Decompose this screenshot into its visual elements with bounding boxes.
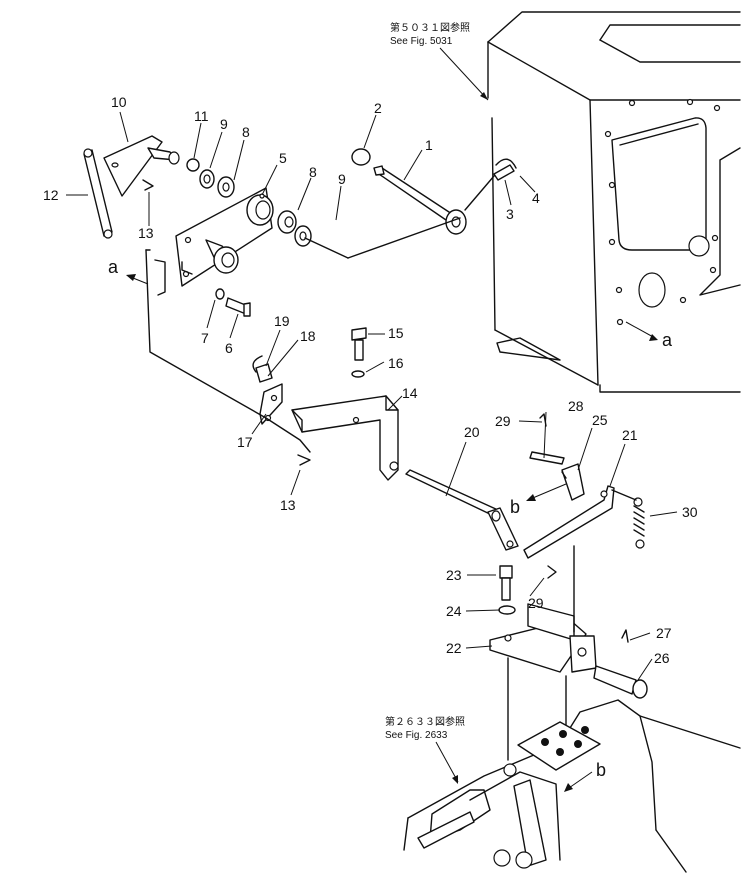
reference-fig-5031: 第５０３１図参照 See Fig. 5031 [390, 21, 489, 101]
part-label-22: 22 [446, 640, 462, 656]
bolt-6-washer-7 [215, 288, 251, 317]
machine-body [487, 11, 741, 393]
plate-10 [103, 135, 180, 197]
spring-30 [633, 497, 645, 549]
cotter-pin-13 [142, 179, 154, 191]
clevis-25 [561, 463, 585, 501]
body-bolt-holes [604, 98, 721, 326]
svg-text:a: a [108, 257, 119, 277]
part-label-12: 12 [43, 187, 59, 203]
view-arrow-a-left: a [108, 257, 149, 285]
svg-text:b: b [510, 497, 520, 517]
reference-en-top: See Fig. 5031 [390, 36, 453, 47]
part-label-27: 27 [656, 625, 672, 641]
part-label-20: 20 [464, 424, 480, 440]
reference-fig-2633: 第２６３３図参照 See Fig. 2633 [385, 715, 465, 784]
reference-jp-top: 第５０３１図参照 [390, 21, 470, 34]
cap-2 [351, 148, 371, 166]
part-label-11: 11 [194, 108, 209, 124]
part-label-2: 2 [374, 100, 382, 116]
bolt-15-washer-16 [351, 327, 367, 378]
reference-jp-bottom: 第２６３３図参照 [385, 715, 465, 728]
bolt-23-washer-24 [498, 565, 516, 615]
part-label-13-top: 13 [138, 225, 154, 241]
bolt-19-washer-18 [252, 355, 273, 383]
bushings-8-9-right [277, 210, 312, 247]
part-label-21: 21 [622, 427, 638, 443]
part-label-6: 6 [225, 340, 233, 356]
plate-5 [175, 187, 274, 287]
part-label-8-left: 8 [242, 124, 250, 140]
pedal-pad [517, 721, 601, 771]
part-label-8-right: 8 [309, 164, 317, 180]
part-label-24: 24 [446, 603, 462, 619]
part-label-30: 30 [682, 504, 698, 520]
part-label-4: 4 [532, 190, 540, 206]
part-label-15: 15 [388, 325, 404, 341]
part-label-29-top: 29 [495, 413, 511, 429]
reference-en-bottom: See Fig. 2633 [385, 730, 448, 741]
pin-26-cotter-27 [593, 629, 648, 699]
part-label-17: 17 [237, 434, 253, 450]
part-label-10: 10 [111, 94, 127, 110]
bracket-14 [291, 395, 399, 481]
part-label-25: 25 [592, 412, 608, 428]
part-label-7: 7 [201, 330, 209, 346]
svg-text:a: a [662, 330, 673, 350]
bracket-21 [523, 485, 615, 559]
part-label-9-left: 9 [220, 116, 228, 132]
part-label-18: 18 [300, 328, 316, 344]
part-label-5: 5 [279, 150, 287, 166]
cotter-pin-13 [297, 454, 311, 466]
small-parts-11-9-8 [186, 158, 235, 198]
bracket-22 [489, 603, 597, 673]
body-port [638, 272, 666, 308]
view-arrow-b-low: b [564, 760, 606, 792]
body-port [688, 235, 710, 257]
lever-12 [83, 148, 113, 239]
part-label-14: 14 [402, 385, 418, 401]
leader-lines [66, 111, 678, 681]
pedal-studs [541, 726, 589, 756]
part-label-16: 16 [388, 355, 404, 371]
part-label-19: 19 [274, 313, 290, 329]
part-label-28: 28 [568, 398, 584, 414]
view-arrow-b-mid: b [510, 483, 567, 517]
part-label-9-right: 9 [338, 171, 346, 187]
pin-3-clip-4 [493, 158, 517, 181]
part-labels: 1 2 3 4 5 6 7 8 8 9 9 10 11 12 13 13 14 … [43, 94, 698, 666]
part-label-26: 26 [654, 650, 670, 666]
rod-1 [373, 165, 467, 235]
part-label-13-bottom: 13 [280, 497, 296, 513]
svg-text:b: b [596, 760, 606, 780]
part-label-1: 1 [425, 137, 433, 153]
part-label-23: 23 [446, 567, 462, 583]
lower-frame [403, 699, 741, 873]
view-arrow-a-right: a [625, 321, 673, 350]
rod-20 [405, 469, 519, 551]
cotter-pin-13 [154, 259, 166, 296]
pin-28-cotter-29 [529, 413, 565, 579]
part-label-3: 3 [506, 206, 514, 222]
part-label-29-bottom: 29 [528, 595, 544, 611]
